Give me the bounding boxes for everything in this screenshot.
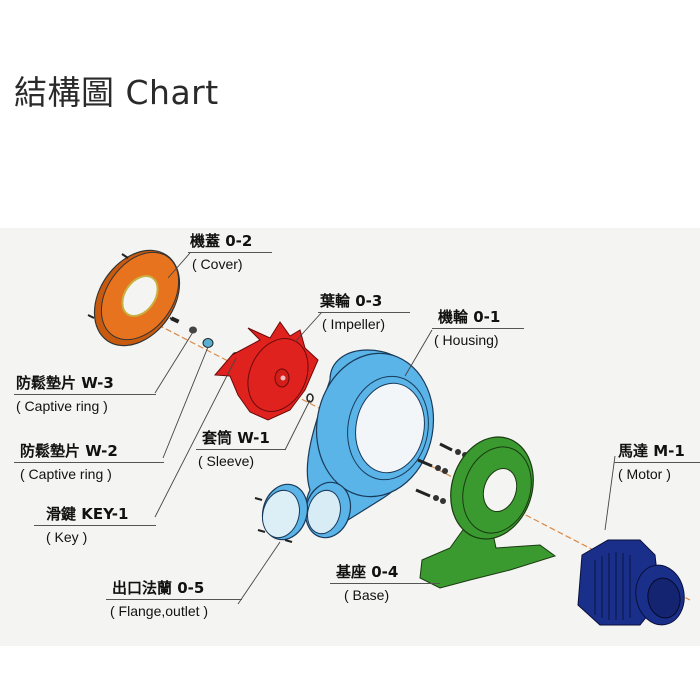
page-title: 結構圖 Chart xyxy=(14,73,219,112)
housing-part xyxy=(304,349,435,539)
leader-lines xyxy=(154,252,616,605)
label-motor-en: ( Motor ) xyxy=(618,466,671,482)
label-captive-ring-w2-zh: 防鬆墊片 W-2 xyxy=(20,442,118,460)
label-flange-outlet: 出口法蘭 0-5 ( Flange,outlet ) xyxy=(106,581,242,618)
label-captive-ring-w3-en: ( Captive ring ) xyxy=(16,398,108,414)
label-captive-ring-w3-zh: 防鬆墊片 W-3 xyxy=(16,374,114,392)
label-sleeve-zh: 套筒 W-1 xyxy=(202,429,270,447)
label-cover: 機蓋 0-2 ( Cover) xyxy=(188,234,272,271)
label-impeller: 葉輪 0-3 ( Impeller) xyxy=(318,294,410,331)
label-impeller-zh: 葉輪 0-3 xyxy=(320,292,383,310)
label-base: 基座 0-4 ( Base) xyxy=(330,565,440,602)
motor-part xyxy=(577,539,685,626)
label-motor-zh: 馬達 M-1 xyxy=(618,442,685,460)
base-part xyxy=(419,436,557,589)
cover-part xyxy=(87,249,181,347)
label-impeller-rule xyxy=(318,312,410,313)
label-base-en: ( Base) xyxy=(344,587,390,603)
label-housing-en: ( Housing) xyxy=(434,332,499,348)
diagram-artwork xyxy=(87,249,691,626)
label-motor-rule xyxy=(614,462,700,463)
label-captive-ring-w2-rule xyxy=(14,462,164,463)
label-sleeve-en: ( Sleeve) xyxy=(198,453,255,469)
label-flange-outlet-zh: 出口法蘭 0-5 xyxy=(112,579,205,597)
label-base-rule xyxy=(330,583,440,584)
label-captive-ring-w3-rule xyxy=(14,394,156,395)
label-housing-rule xyxy=(432,328,524,329)
label-base-zh: 基座 0-4 xyxy=(336,563,399,581)
label-housing-zh: 機輪 0-1 xyxy=(438,308,501,326)
label-captive-ring-w3: 防鬆墊片 W-3 ( Captive ring ) xyxy=(14,376,156,413)
label-captive-ring-w2-en: ( Captive ring ) xyxy=(20,466,112,482)
label-motor: 馬達 M-1 ( Motor ) xyxy=(614,444,700,481)
label-cover-rule xyxy=(188,252,272,253)
label-captive-ring-w2: 防鬆墊片 W-2 ( Captive ring ) xyxy=(14,444,164,481)
impeller-part xyxy=(213,321,319,421)
label-sleeve-rule xyxy=(196,449,286,450)
label-sleeve: 套筒 W-1 ( Sleeve) xyxy=(196,431,286,468)
label-flange-outlet-en: ( Flange,outlet ) xyxy=(110,603,209,619)
label-flange-outlet-rule xyxy=(106,599,242,600)
label-key-zh: 滑鍵 KEY-1 xyxy=(46,505,129,523)
flange-outlet-part xyxy=(254,483,309,543)
label-cover-en: ( Cover) xyxy=(192,256,243,272)
label-key: 滑鍵 KEY-1 ( Key ) xyxy=(34,507,156,544)
label-key-rule xyxy=(34,525,156,526)
label-impeller-en: ( Impeller) xyxy=(322,316,386,332)
exploded-diagram: 機蓋 0-2 ( Cover) 葉輪 0-3 ( Impeller) 機輪 0-… xyxy=(0,228,700,646)
label-cover-zh: 機蓋 0-2 xyxy=(190,232,253,250)
label-housing: 機輪 0-1 ( Housing) xyxy=(432,310,524,347)
label-key-en: ( Key ) xyxy=(46,529,88,545)
